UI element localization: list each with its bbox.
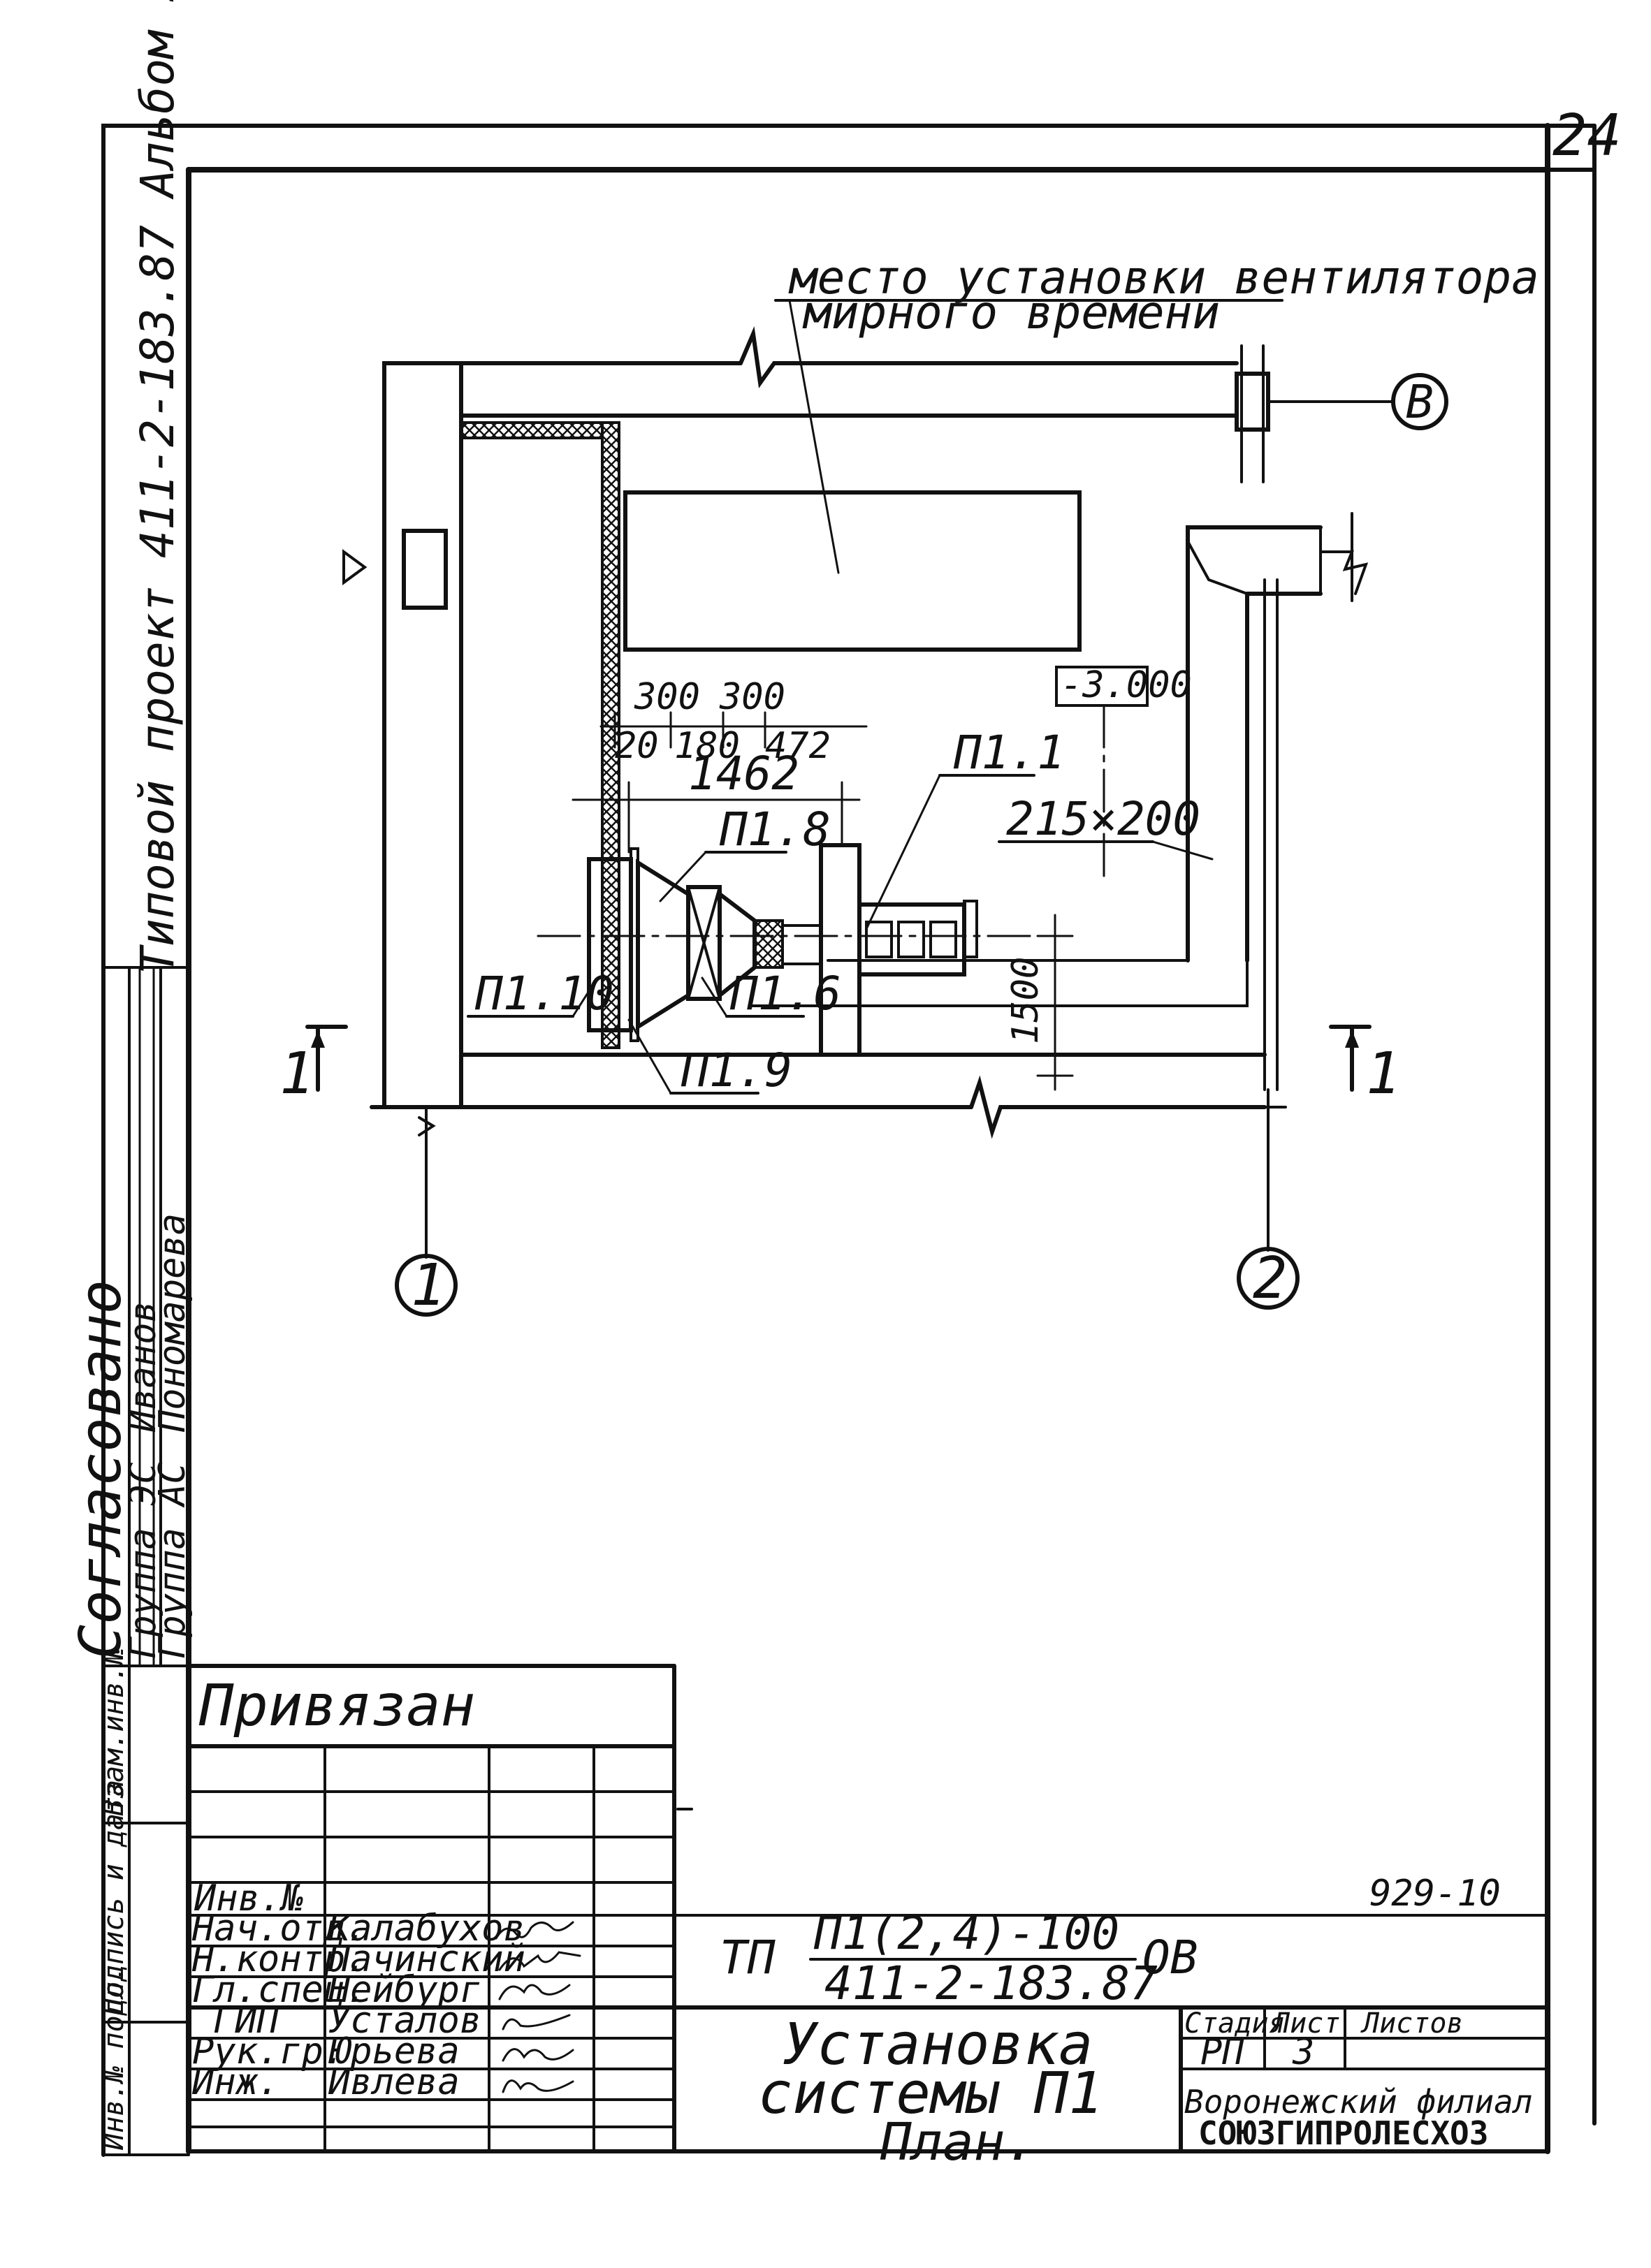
staff-name-4: Юрьева [328,2031,460,2072]
dim-1462: 1462 [688,747,799,800]
staff-name-5: Ивлева [328,2061,460,2103]
title-line-1: Установка [783,2012,1093,2078]
bound-label: Привязан [198,1673,475,1739]
axis-2-marker [1237,1247,1300,1310]
side-project-text: Типовой проект 411-2-183.87 Альбом IX [131,0,184,974]
staff-role-3: ГИП [213,2000,279,2042]
stage-value: РП [1200,2031,1244,2073]
stage-header: Стадия [1184,2007,1286,2040]
code-bottom: 411-2-183.87 [824,1956,1158,2010]
signature-3 [502,2014,571,2031]
fan-place-label-1: место установки вентилятора [788,251,1539,305]
signature-1 [498,1951,581,1971]
unit-p1-1 [819,843,861,1057]
label-duct-size: 215×200 [1006,792,1200,846]
sheet-header: Лист [1271,2007,1340,2040]
label-p1-1: П1.1 [953,726,1065,780]
staff-role-4: Рук.гр. [192,2031,345,2072]
label-p1-10: П1.10 [474,967,614,1020]
dim-1500: 1500 [1005,957,1047,1044]
approval-name-ivanov: Иванов [122,1301,164,1433]
staff-name-2: Нейбург [328,1969,481,2011]
axis-2-label: 2 [1253,1245,1287,1312]
code-suffix: ОВ [1142,1931,1198,1984]
sheets-header: Листов [1360,2007,1464,2040]
axis-1-marker [395,1254,458,1317]
fan-place-label-2: мирного времени [802,286,1220,339]
org-line-2: СОЮЗГИПРОЛЕСХОЗ [1198,2114,1488,2152]
approval-strip: Согласовано Группа ЭС Иванов Группа АС П… [68,966,194,2156]
hatched-wall-vertical [601,421,620,1049]
section-mark-left: 1 [279,1025,348,1107]
sheet-frame [101,123,1597,2157]
elevation-mark: -3.000 [1061,664,1192,706]
section-mark-right: 1 [1329,1025,1400,1107]
archive-number: 929-10 [1369,1873,1501,1915]
staff-name-0: Калабухов [328,1908,525,1949]
staff-name-3: Усталов [328,2000,481,2042]
fan-placeholder-box [623,490,1082,652]
approval-name-ponomareva: Пономарева [152,1213,194,1433]
signature-4 [502,2048,574,2062]
staff-name-1: Пачинский [328,1938,525,1980]
code-prefix: ТП [720,1931,776,1984]
org-line-1: Воронежский филиал [1184,2083,1533,2121]
code-top: П1(2,4)-100 [813,1906,1119,1960]
dim-472: 472 [765,725,831,767]
axis-B-label: В [1406,375,1434,429]
inv-label: Инв.№ [194,1878,304,1919]
axis-B-marker [1391,373,1448,430]
approval-group-es: Группа ЭС [122,1462,164,1659]
staff-role-2: Гл.спец. [192,1969,367,2011]
sheet-number: 24 [1552,103,1622,169]
title-line-2: системы П1 [758,2061,1103,2127]
sheet-value: 3 [1292,2031,1314,2073]
approval-group-as: Группа АС [152,1462,194,1659]
hatched-wall-top [460,421,604,439]
transition-p1-8 [636,858,690,1031]
signature-5 [502,2079,574,2093]
label-p1-9: П1.9 [681,1044,792,1097]
side-label-vzam-inv: Взам.инв.№ [98,1648,130,1816]
section-left-label: 1 [279,1041,314,1107]
approval-title: Согласовано [68,1280,134,1659]
plan-drawing: В [279,251,1539,1319]
dim-300-a: 300 [634,676,700,718]
staff-role-5: Инж. [191,2061,279,2103]
staff-role-1: Н.контр. [191,1938,367,1980]
title-line-3: План. [880,2112,1036,2172]
title-block: Привязан Инв.№ 929-10 Нач.отд. Калабухов… [187,1664,1550,2172]
dim-20: 20 [615,725,659,767]
label-p1-6: П1.6 [729,967,841,1020]
label-p1-8: П1.8 [719,803,831,856]
dim-180: 180 [674,725,740,767]
axis-1-label: 1 [411,1252,445,1319]
signature-2 [498,1984,571,2000]
flex-insert [753,919,784,969]
section-right-label: 1 [1366,1041,1400,1107]
side-label-inv-podl: Инв.№ подл. [98,1965,130,2151]
dim-300-b: 300 [719,676,785,718]
signature-0 [495,1921,574,1940]
staff-role-0: Нач.отд. [191,1908,367,1949]
side-label-signature-date: Подпись и дата [98,1780,130,2016]
